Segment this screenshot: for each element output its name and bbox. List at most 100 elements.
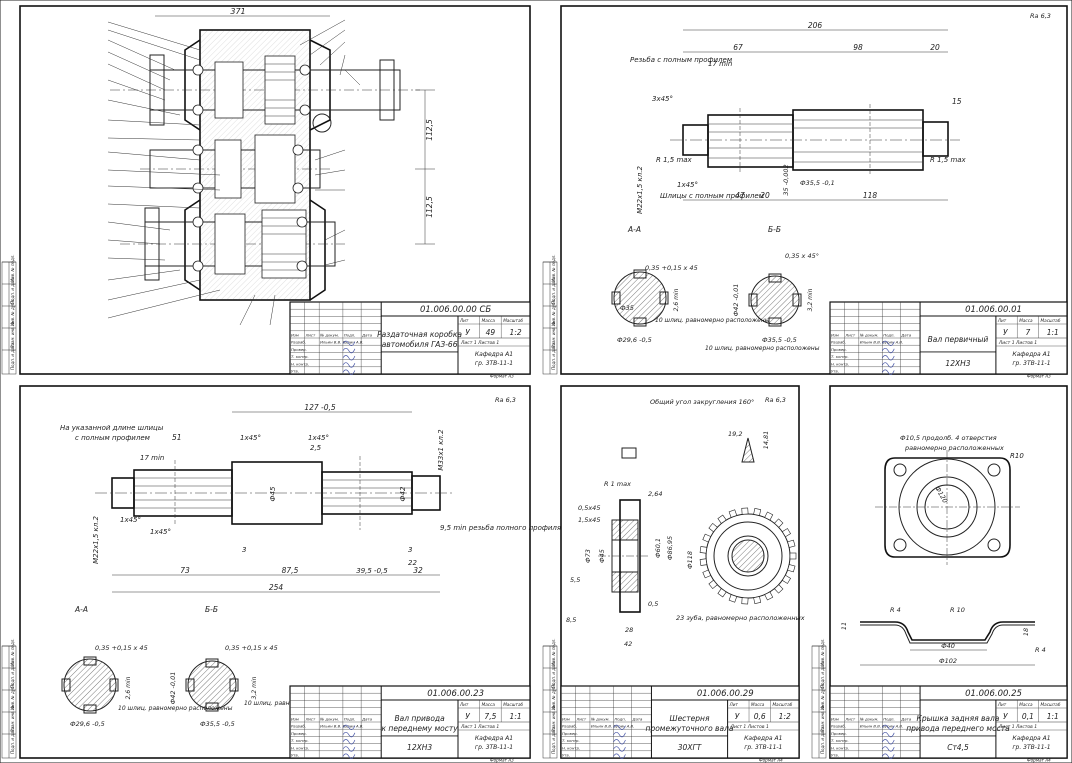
title-block-title: Вал первичный (928, 335, 989, 344)
dim-r10: R10 (1010, 452, 1024, 460)
section-a-dia-35: Ф35 (620, 304, 634, 312)
svg-text:Лист: Лист (575, 717, 586, 722)
gear-tooth (699, 558, 708, 566)
svg-text:Провер.: Провер. (831, 347, 847, 352)
side-stamp-label: Взам. инв. № (551, 321, 556, 348)
format-label: Формат А3 (1027, 374, 1051, 379)
dim-thread-m22: M22x1,5 кл.2 (636, 166, 644, 214)
dim-r4-b: R 4 (1035, 646, 1046, 654)
side-stamp-label: Взам. инв. № (10, 705, 15, 732)
svg-text:Лист: Лист (305, 333, 316, 338)
dim-11: 11 (840, 622, 848, 630)
svg-text:Изм: Изм (562, 717, 570, 722)
note-17min: 17 min (708, 60, 732, 68)
svg-text:Дата: Дата (900, 717, 912, 722)
side-stamp-label: Взам. инв. № (10, 321, 15, 348)
svg-text:Н. контр.: Н. контр. (831, 361, 849, 366)
svg-text:Масштаб: Масштаб (503, 318, 523, 323)
svg-text:№ докум.: № докум. (859, 333, 879, 338)
dim-r10-b: R 10 (950, 606, 965, 614)
dim-radius-left: R 1,5 max (656, 156, 693, 164)
svg-text:Лист: Лист (844, 333, 855, 338)
dim-thread-m22: M22x1,5 кл.2 (92, 516, 100, 564)
svg-text:1:2: 1:2 (510, 328, 522, 337)
svg-text:Утв.: Утв. (562, 753, 570, 758)
section-a-chamfer: 0,35 +0,15 х 45 (645, 264, 698, 272)
section-a-chamfer-3: 0,35 +0,15 х 45 (95, 644, 148, 652)
svg-text:Разраб.: Разраб. (291, 340, 306, 345)
svg-text:Разраб.: Разраб. (831, 724, 846, 729)
dim-20b: 20 (760, 191, 770, 200)
svg-text:Лист 1 Листов 1: Лист 1 Листов 1 (998, 340, 1037, 346)
side-stamp-label: Подп. и дата (10, 276, 15, 304)
svg-text:гр. 3ТВ-11-1: гр. 3ТВ-11-1 (1012, 744, 1050, 751)
dim-28: 28 (625, 626, 633, 634)
svg-text:Н. контр.: Н. контр. (291, 361, 309, 366)
dim-dia-86: Ф86,95 (666, 536, 674, 560)
dim-chamfer-3x45: 3x45° (652, 95, 673, 103)
svg-text:Ильин В.В. Бурин А.В.: Ильин В.В. Бурин А.В. (860, 724, 904, 729)
dim-73: 73 (180, 566, 190, 575)
sheet-2-roughness: Ra 6,3 (1030, 12, 1051, 20)
svg-text:Подп.: Подп. (883, 717, 895, 722)
section-a-view-3 (61, 656, 119, 714)
svg-text:гр. 3ТВ-11-1: гр. 3ТВ-11-1 (1012, 360, 1050, 367)
svg-text:Ильин В.В. Бурин А.В.: Ильин В.В. Бурин А.В. (591, 724, 635, 729)
svg-text:гр. 3ТВ-11-1: гр. 3ТВ-11-1 (475, 360, 513, 367)
svg-text:Лист 1 Листов 1: Лист 1 Листов 1 (730, 724, 769, 730)
section-a-note: 10 шлиц. равномерно расположены (655, 317, 770, 324)
gear-tooth (774, 584, 784, 594)
dim-radius-right: R 1,5 max (930, 156, 967, 164)
svg-text:Кафедра А1: Кафедра А1 (1012, 351, 1050, 358)
section-b-label: Б-Б (768, 225, 781, 234)
dim-20: 20 (930, 43, 940, 52)
side-stamp-label: Инв. № подл. (551, 254, 556, 282)
section-b-note: 10 шлиц. равномерно расположены (705, 345, 820, 352)
svg-text:У: У (1003, 712, 1008, 721)
gear-tooth (787, 564, 796, 573)
sheet-5-cover: Ф10,5 продолб. 4 отверстия равномерно ра… (840, 434, 1046, 666)
gear-tooth (781, 528, 791, 538)
dim-5-5: 5,5 (570, 576, 580, 584)
dim-dia-45-g: Ф45 (598, 549, 606, 563)
svg-text:Лит: Лит (459, 702, 469, 707)
svg-text:гр. 3ТВ-11-1: гр. 3ТВ-11-1 (475, 744, 513, 751)
svg-text:Кафедра А1: Кафедра А1 (475, 351, 513, 358)
note-thread-full: Резьба с полным профилем (630, 56, 733, 64)
dim-2-5: 2,5 (310, 444, 322, 452)
svg-text:Лист 1 Листов 1: Лист 1 Листов 1 (460, 724, 499, 730)
section-b-view-3 (185, 658, 239, 712)
svg-text:1:1: 1:1 (510, 712, 522, 721)
svg-text:Ильин В.В. Бурин А.В.: Ильин В.В. Бурин А.В. (320, 340, 364, 345)
title-block-designation: 01.006.00.01 (965, 305, 1022, 315)
section-a-note-3: 10 шлиц. равномерно расположены (118, 705, 233, 712)
svg-text:Т. контр.: Т. контр. (831, 354, 849, 359)
dim-22: 22 (408, 559, 417, 567)
dim-8-5: 8,5 (566, 616, 576, 624)
svg-text:Лист 1 Листов 1: Лист 1 Листов 1 (998, 724, 1037, 730)
section-b-dia: Ф35,5 -0,5 (762, 336, 797, 344)
section-b-min: 3,2 min (807, 288, 814, 311)
note-thread-profile: 9,5 min резьба полного профиля (440, 524, 561, 532)
svg-text:Подп.: Подп. (344, 717, 356, 722)
dim-118: 118 (863, 191, 878, 200)
sheet-3-drive-shaft: Ra 6,3 На указанной длине шлицы с полным… (60, 396, 561, 728)
dim-dia-120: Ф120 (933, 485, 949, 505)
note-rounding-angle: Общий угол закругления 160° (650, 398, 754, 406)
side-stamp-label: Взам. инв. № (820, 705, 825, 732)
dim-0-5: 0,5 (648, 600, 658, 608)
gear-tooth (708, 522, 718, 533)
side-stamp-label: Инв. № подл. (10, 254, 15, 282)
svg-text:Провер.: Провер. (291, 731, 307, 736)
svg-text:Изм: Изм (291, 717, 299, 722)
side-stamp-label: Инв. № дубл. (551, 683, 556, 710)
svg-text:Кафедра А1: Кафедра А1 (1012, 735, 1050, 742)
svg-text:1:2: 1:2 (779, 712, 791, 721)
svg-text:Масса: Масса (482, 318, 496, 323)
svg-text:№ докум.: № докум. (590, 717, 610, 722)
svg-text:Подп.: Подп. (344, 333, 356, 338)
dim-2-64: 2,64 (648, 490, 662, 498)
